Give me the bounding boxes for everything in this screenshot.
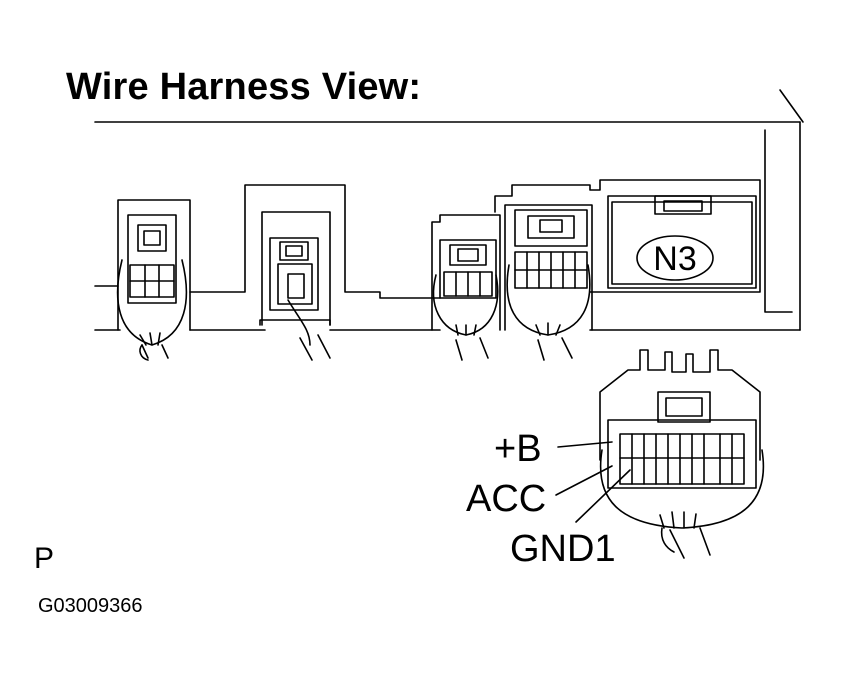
leader-plus-b	[557, 441, 613, 448]
connector-4	[504, 204, 593, 361]
pin-label-acc: ACC	[466, 478, 547, 520]
pin-label-plus-b: +B	[494, 428, 542, 470]
figure-letter: P	[34, 542, 55, 575]
connector-2	[261, 211, 331, 361]
connector-3	[431, 214, 501, 361]
connector-n3-socket	[607, 195, 757, 289]
diagram-title: Wire Harness View:	[66, 66, 422, 108]
connector-n3-detail	[599, 349, 765, 559]
leader-gnd1	[575, 469, 631, 523]
connector-1	[116, 199, 191, 361]
leader-acc	[555, 465, 613, 496]
figure-code: G03009366	[38, 595, 143, 617]
connector-id-label: N3	[653, 240, 696, 278]
connector-id-circle	[636, 235, 714, 281]
pin-label-gnd1: GND1	[510, 528, 616, 570]
unit-housing	[94, 89, 804, 331]
